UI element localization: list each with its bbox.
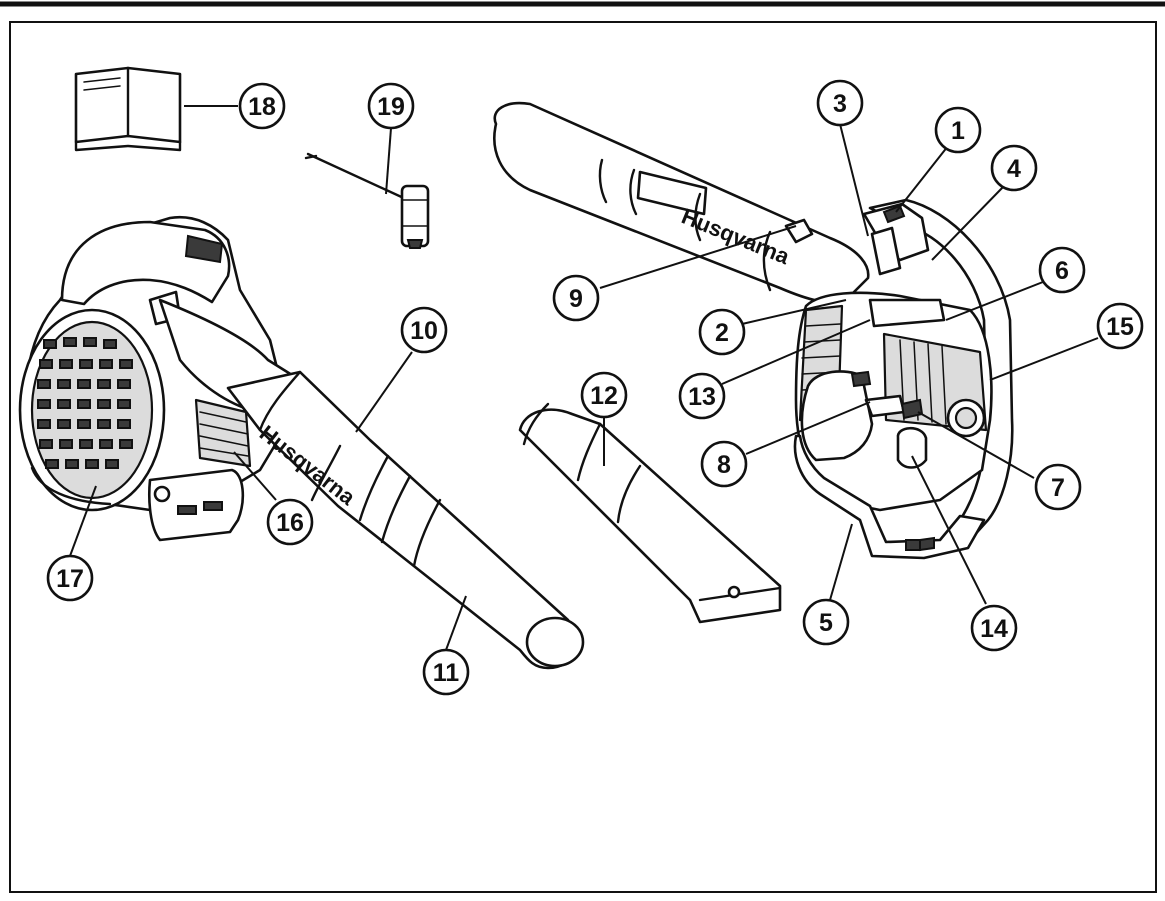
callout-10: 10 [400, 306, 448, 354]
svg-text:13: 13 [688, 383, 716, 411]
svg-text:18: 18 [248, 93, 276, 121]
callout-1: 1 [934, 106, 982, 154]
callout-13: 13 [678, 372, 726, 420]
callout-9: 9 [552, 274, 600, 322]
svg-text:5: 5 [819, 609, 833, 637]
callout-2: 2 [698, 308, 746, 356]
callout-3: 3 [816, 79, 864, 127]
diagram-frame [9, 21, 1157, 893]
svg-text:3: 3 [833, 90, 847, 118]
combination-spanner-tool-icon [304, 152, 430, 249]
svg-text:16: 16 [276, 509, 304, 537]
top-blower-tube-assembly: Husqvarna [493, 101, 870, 304]
leader-lines [69, 105, 1099, 651]
callout-7: 7 [1034, 463, 1082, 511]
svg-text:17: 17 [56, 565, 84, 593]
svg-text:2: 2 [715, 319, 729, 347]
svg-text:8: 8 [717, 451, 731, 479]
callout-19: 19 [367, 82, 415, 130]
callout-8: 8 [700, 440, 748, 488]
svg-text:6: 6 [1055, 257, 1069, 285]
svg-text:1: 1 [951, 117, 965, 145]
svg-text:19: 19 [377, 93, 405, 121]
callout-18: 18 [238, 82, 286, 130]
svg-text:9: 9 [569, 285, 583, 313]
svg-text:10: 10 [410, 317, 438, 345]
callout-17: 17 [46, 554, 94, 602]
operators-manual-book-icon [74, 66, 182, 152]
callout-5: 5 [802, 598, 850, 646]
callout-12: 12 [580, 371, 628, 419]
callout-6: 6 [1038, 246, 1086, 294]
svg-text:15: 15 [1106, 313, 1134, 341]
svg-text:14: 14 [980, 615, 1008, 643]
svg-text:7: 7 [1051, 474, 1065, 502]
left-blower-assembly [18, 215, 302, 542]
callout-14: 14 [970, 604, 1018, 652]
svg-text:4: 4 [1007, 155, 1021, 183]
svg-text:11: 11 [433, 659, 460, 687]
callout-4: 4 [990, 144, 1038, 192]
callout-15: 15 [1096, 302, 1144, 350]
flat-nozzle-assembly [518, 402, 782, 624]
callout-11: 11 [422, 648, 470, 696]
callout-16: 16 [266, 498, 314, 546]
svg-text:12: 12 [590, 382, 618, 410]
